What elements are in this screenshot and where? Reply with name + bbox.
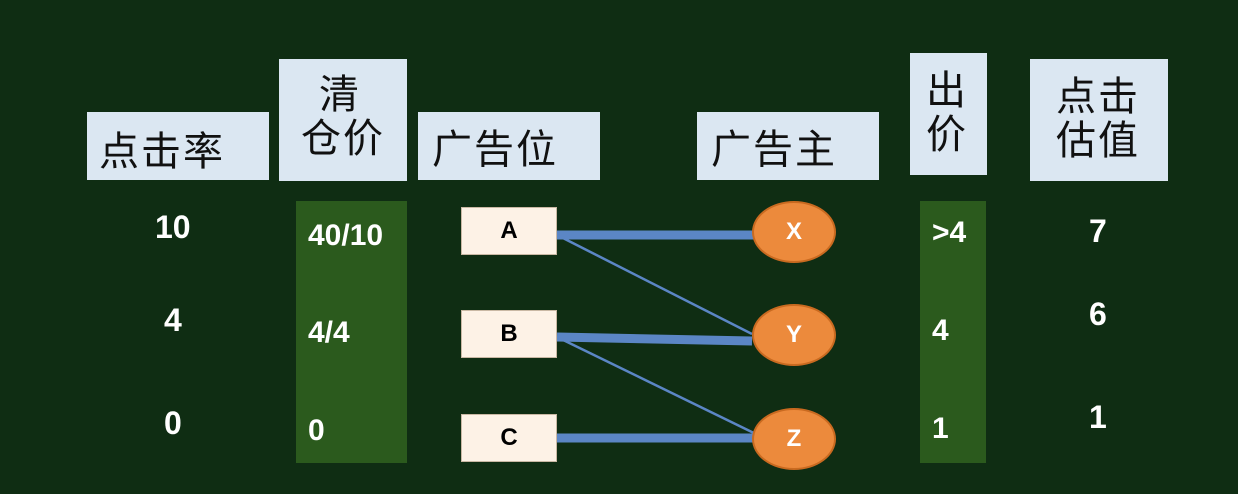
header-click-estimate-line1: 点击 xyxy=(1056,74,1140,120)
clearing-price-value: 0 xyxy=(308,414,325,447)
header-ad-slot-line1: 广告位 xyxy=(432,127,558,173)
click-estimate-value: 6 xyxy=(1089,296,1107,332)
clearing-price-value: 4/4 xyxy=(308,316,350,349)
header-bid-line2: 价 xyxy=(926,112,966,158)
ad-slot-box: B xyxy=(461,310,557,358)
bid-value: 1 xyxy=(932,412,949,445)
click-estimate-value: 7 xyxy=(1089,213,1107,249)
bid-value: >4 xyxy=(932,216,967,249)
header-advertiser: 广告主 xyxy=(697,112,879,180)
header-clearing-price-line2: 仓价 xyxy=(301,116,385,162)
link-a-y xyxy=(556,233,753,336)
ctr-value: 10 xyxy=(155,209,191,245)
clearing-price-panel xyxy=(296,201,407,463)
header-click-estimate: 点击 估值 xyxy=(1030,59,1168,181)
bid-value: 4 xyxy=(932,314,949,347)
ctr-value: 4 xyxy=(164,302,182,338)
header-click-estimate-line2: 估值 xyxy=(1056,118,1140,164)
header-clearing-price: 清 仓价 xyxy=(279,59,407,181)
header-bid: 出 价 xyxy=(910,53,987,175)
ctr-value: 0 xyxy=(164,405,182,441)
header-clearing-price-line1: 清 xyxy=(319,72,361,118)
link-b-y xyxy=(556,332,753,346)
header-ad-slot: 广告位 xyxy=(418,112,600,180)
bid-panel xyxy=(920,201,986,463)
header-bid-line1: 出 xyxy=(926,68,966,114)
ad-slot-box: A xyxy=(461,207,557,255)
clearing-price-value: 40/10 xyxy=(308,219,384,252)
advertiser-node: Z xyxy=(752,408,836,470)
link-b-z xyxy=(556,335,761,438)
ad-slot-box: C xyxy=(461,414,557,462)
advertiser-node: X xyxy=(752,201,836,263)
advertiser-node: Y xyxy=(752,304,836,366)
header-ctr-line1: 点击率 xyxy=(99,129,225,175)
header-ctr: 点击率 xyxy=(87,112,269,180)
header-advertiser-line1: 广告主 xyxy=(711,127,837,173)
click-estimate-value: 1 xyxy=(1089,399,1107,435)
